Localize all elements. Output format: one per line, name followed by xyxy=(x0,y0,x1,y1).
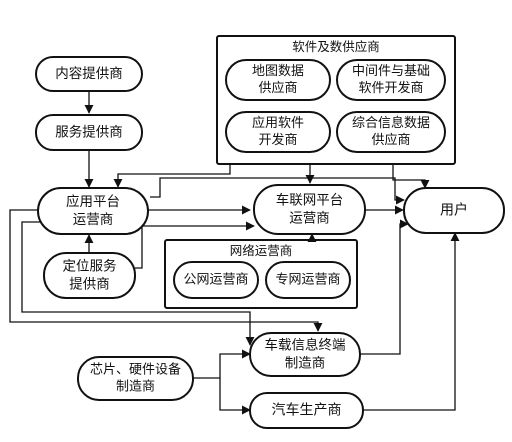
node-label-line: 汽车生产商 xyxy=(272,402,342,419)
node-label-line: 供应商 xyxy=(258,80,297,96)
node-label-line: 应用软件 xyxy=(252,115,304,131)
edge-app-platform-to-user xyxy=(150,177,405,205)
node-label-line: 制造商 xyxy=(285,355,326,371)
node-label-line: 综合信息数据 xyxy=(352,115,430,131)
edge-positioning-to-iov-platform xyxy=(135,221,255,269)
edge-chip-to-car-maker xyxy=(219,378,251,415)
node-service-provider: 服务提供商 xyxy=(35,114,143,151)
node-label-line: 制造商 xyxy=(116,379,155,394)
edge-app-platform-to-car-maker xyxy=(21,221,255,346)
node-label-line: 软件开发商 xyxy=(358,80,423,96)
node-label-line: 服务提供商 xyxy=(55,125,123,141)
node-label-line: 定位服务 xyxy=(63,259,117,275)
node-label-line: 中间件与基础 xyxy=(352,64,430,79)
node-label-line: 地图数据 xyxy=(252,64,304,79)
node-private-network-operator: 专网运营商 xyxy=(265,261,351,299)
node-label-line: 用户 xyxy=(440,202,468,219)
connectors xyxy=(9,91,460,415)
edge-software-group-to-user xyxy=(392,164,430,189)
edge-terminal-maker-to-user xyxy=(360,219,409,355)
node-label-line: 专网运营商 xyxy=(275,273,340,288)
node-label-line: 供应商 xyxy=(371,132,410,148)
network-operator-group: 网络运营商 xyxy=(164,239,358,309)
edge-car-maker-to-user xyxy=(363,232,460,411)
node-label-line: 车载信息终端 xyxy=(265,337,346,354)
node-label-line: 车联网平台 xyxy=(276,192,344,209)
software-group-title: 软件及数供应商 xyxy=(292,39,380,54)
software-data-supplier-group: 软件及数供应商 xyxy=(216,35,456,165)
node-label-line: 运营商 xyxy=(289,210,330,226)
node-label-line: 公网运营商 xyxy=(183,273,248,288)
node-label-line: 运营商 xyxy=(73,212,114,228)
edge-app-platform-to-terminal-maker xyxy=(9,209,323,332)
node-label-line: 应用平台 xyxy=(66,193,120,210)
node-label-line: 芯片、硬件设备 xyxy=(90,362,181,378)
edge-software-group-to-app-platform xyxy=(113,164,231,188)
node-label-line: 提供商 xyxy=(69,276,110,292)
node-content-provider: 内容提供商 xyxy=(35,56,143,92)
network-group-title: 网络运营商 xyxy=(230,243,293,258)
node-label-line: 开发商 xyxy=(258,132,297,148)
node-car-maker: 汽车生产商 xyxy=(249,392,364,429)
node-label-line: 内容提供商 xyxy=(55,65,123,82)
node-user: 用户 xyxy=(403,187,505,234)
node-public-network-operator: 公网运营商 xyxy=(173,261,259,299)
edge-chip-to-terminal-maker xyxy=(193,349,251,379)
